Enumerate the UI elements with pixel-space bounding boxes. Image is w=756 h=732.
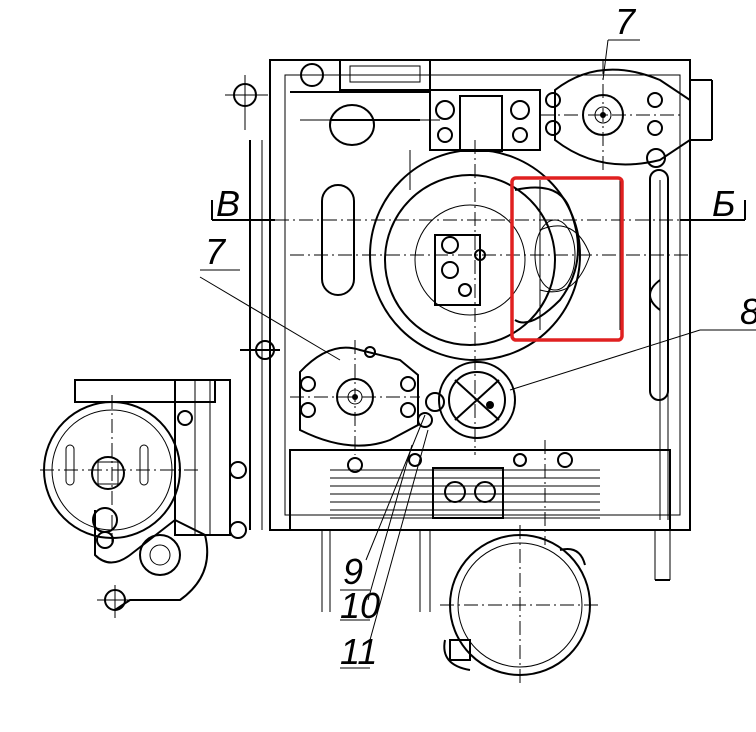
left-upper-bracket [300, 104, 440, 146]
crescent-cam [514, 180, 621, 330]
part-8-gauge [417, 361, 516, 439]
left-slot [321, 184, 355, 296]
callout-9: 9 [343, 551, 363, 592]
right-pipe [649, 169, 669, 401]
bottom-fin-block [289, 440, 671, 612]
bottom-motor [440, 525, 600, 685]
top-center-mount [429, 89, 541, 152]
motor-left [290, 340, 420, 455]
callout-7-top: 7 [615, 1, 637, 42]
callout-7-left: 7 [205, 231, 227, 272]
highlight-box [510, 176, 624, 342]
leader-lines [199, 39, 756, 669]
left-assembly [40, 340, 280, 618]
callout-10: 10 [340, 585, 380, 626]
section-mark-left: В [216, 183, 240, 224]
motor-top-right [540, 60, 691, 170]
central-drum [290, 140, 690, 455]
section-marks: В Б [211, 183, 746, 224]
callout-11: 11 [340, 631, 377, 672]
top-bracket [225, 59, 431, 130]
section-mark-right: Б [712, 183, 735, 224]
callout-8: 8 [740, 291, 756, 332]
